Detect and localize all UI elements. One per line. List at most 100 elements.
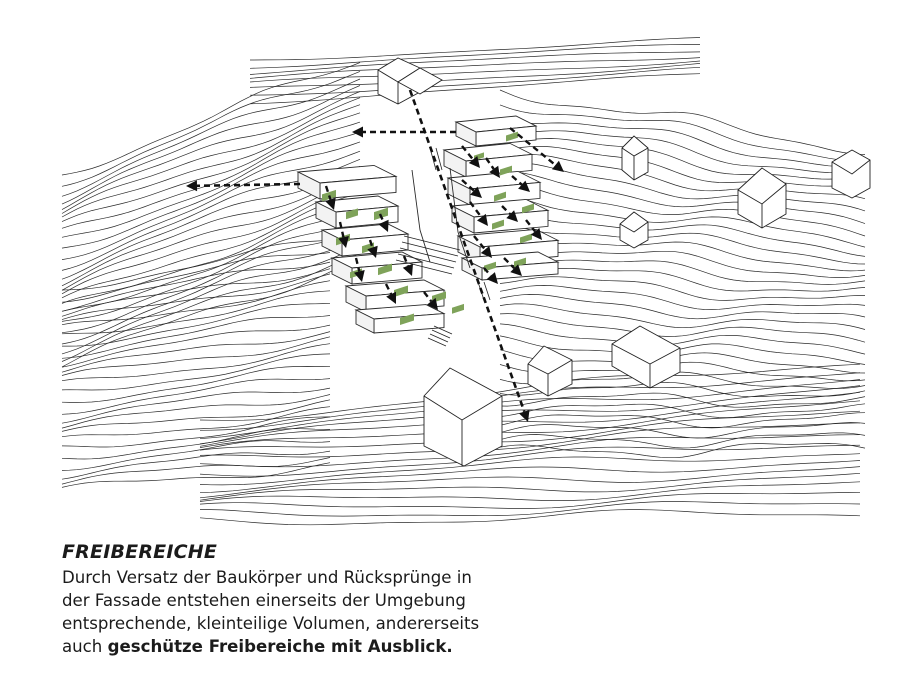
contour-line — [61, 178, 361, 291]
contour-line — [499, 154, 866, 200]
arrow-shaft — [338, 221, 345, 238]
contour-line — [499, 443, 866, 459]
contour-line — [249, 66, 701, 96]
contour-line — [61, 71, 361, 187]
arrow-down-r2 — [485, 157, 500, 178]
contour-line — [499, 191, 866, 248]
contour-line — [499, 313, 866, 343]
green-terrace — [500, 165, 512, 176]
building-volume-left-6 — [354, 304, 446, 334]
arrow-southeast-1 — [509, 127, 564, 172]
contour-line — [61, 387, 331, 424]
contour-line — [199, 501, 861, 517]
contour-line — [61, 416, 331, 448]
contour-line — [199, 460, 861, 494]
box-side — [331, 257, 353, 285]
arrow-head — [552, 160, 564, 172]
arrow-down-r8 — [525, 219, 542, 240]
house-mid-right — [611, 325, 681, 389]
arrow-head — [530, 228, 542, 240]
stairs — [395, 147, 491, 347]
arrow-down-l8 — [378, 213, 389, 232]
contour-line — [499, 285, 866, 310]
contour-line — [61, 239, 361, 345]
house-bottom — [423, 367, 503, 467]
contour-line — [249, 63, 701, 88]
arrow-head — [489, 165, 500, 178]
contour-line — [61, 331, 331, 373]
green-terrace — [452, 303, 464, 314]
path-wall — [411, 169, 431, 263]
caption-line-1: Durch Versatz der Baukörper und Rücksprü… — [62, 568, 472, 587]
contour-line — [499, 118, 866, 167]
contour-line — [61, 131, 361, 238]
contour-line — [61, 336, 331, 376]
contour-line — [499, 276, 865, 301]
contour-line — [499, 422, 866, 439]
green-terrace — [378, 263, 392, 276]
house-right-edge — [831, 149, 871, 199]
arrow-head — [352, 126, 363, 138]
contour-line — [499, 412, 866, 429]
contour-line — [249, 60, 701, 83]
arrow-shaft — [461, 179, 475, 192]
green-terrace — [394, 285, 408, 298]
arrow-down-r10 — [483, 267, 498, 284]
caption-line-4-prefix: auch — [62, 637, 108, 656]
contour-line — [61, 220, 361, 322]
arrow-shaft — [378, 213, 385, 223]
contour-line — [61, 192, 361, 299]
contour-line — [499, 303, 866, 330]
contour-line — [61, 290, 331, 335]
caption-text: Durch Versatz der Baukörper und Rücksprü… — [62, 566, 622, 658]
contour-line — [61, 378, 331, 415]
arrow-shaft — [511, 175, 523, 186]
arrow-shaft — [402, 255, 410, 267]
arrow-down-r9 — [503, 257, 522, 276]
contour-line — [61, 239, 331, 291]
contour-line — [62, 302, 331, 347]
arrow-west-left — [186, 180, 301, 192]
green-terrace — [400, 313, 414, 326]
contour-line — [61, 78, 361, 197]
contour-line — [61, 457, 331, 485]
contour-line — [61, 85, 361, 205]
contour-line — [249, 51, 701, 75]
contour-line — [499, 335, 866, 365]
contour-line — [61, 97, 361, 214]
green-terrace — [494, 191, 506, 202]
arrow-head — [386, 291, 396, 304]
contour-line — [61, 201, 361, 304]
arrow-head — [186, 180, 198, 192]
contour-line — [61, 273, 331, 320]
contour-line — [61, 343, 331, 382]
green-terrace — [484, 261, 496, 272]
arrow-down-r4 — [511, 175, 530, 192]
caption-line-2: der Fassade entstehen einerseits der Umg… — [62, 591, 466, 610]
arrow-down-l4 — [354, 257, 365, 282]
path-wall — [449, 167, 471, 269]
caption-line-4-bold: geschütze Freibereiche mit Ausblick. — [107, 637, 453, 656]
arrow-shaft — [368, 239, 374, 248]
arrow-head — [378, 219, 389, 232]
arrow-down-l1 — [324, 185, 336, 210]
contour-line — [499, 259, 866, 285]
arrow-head — [518, 180, 530, 192]
box-side — [297, 171, 321, 200]
contour-line — [199, 422, 861, 458]
arrow-head — [338, 236, 349, 248]
arrow-head — [367, 245, 378, 258]
contour-line — [199, 363, 861, 421]
green-terrace — [520, 233, 532, 244]
arrow-shaft — [354, 257, 361, 272]
arrow-shaft — [525, 219, 537, 233]
arrow-down-l3 — [367, 239, 378, 258]
arrow-shaft — [423, 291, 433, 303]
contour-line — [249, 37, 701, 61]
contour-line — [499, 323, 866, 355]
arrow-shaft — [461, 145, 474, 161]
arrow-shaft — [469, 201, 483, 218]
contour-line — [61, 280, 331, 326]
stairs-lower — [427, 325, 453, 347]
arrow-shaft — [473, 235, 486, 251]
